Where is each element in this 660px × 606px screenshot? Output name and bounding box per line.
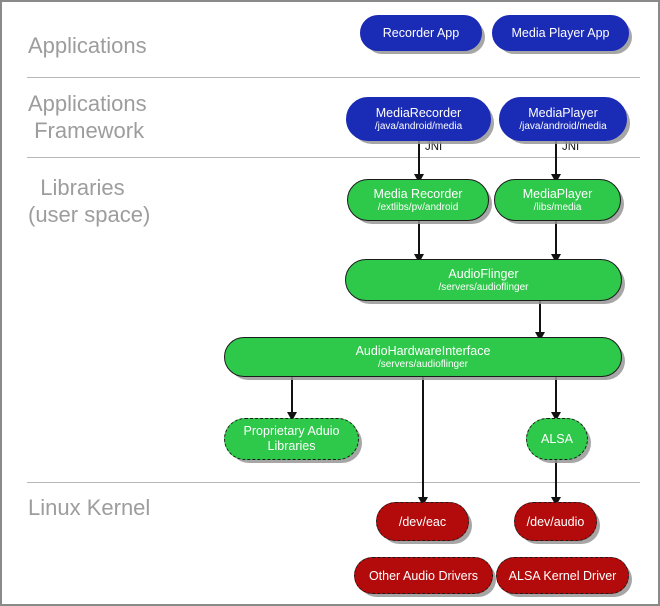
divider-applications — [27, 77, 640, 78]
node-media-recorder-library[interactable]: Media Recorder /extlibs/pv/android — [347, 179, 489, 221]
node-audioflinger[interactable]: AudioFlinger /servers/audioflinger — [345, 259, 622, 301]
connector-audiohw-deveac — [422, 377, 424, 502]
node-dev-audio-title: /dev/audio — [526, 514, 585, 529]
layer-label-libraries: Libraries (user space) — [28, 175, 151, 227]
node-alsa-kernel-driver[interactable]: ALSA Kernel Driver — [496, 557, 629, 594]
jni-label-left: JNI — [425, 141, 443, 153]
node-audioflinger-path: /servers/audioflinger — [438, 281, 529, 293]
node-mediaplayer-framework-path: /java/android/media — [519, 120, 607, 132]
node-media-player-library[interactable]: MediaPlayer /libs/media — [494, 179, 621, 221]
connector-mediaplayer-jni — [555, 141, 557, 179]
node-other-audio-drivers[interactable]: Other Audio Drivers — [354, 557, 493, 594]
divider-framework — [27, 157, 640, 158]
node-media-recorder-library-title: Media Recorder — [373, 186, 463, 201]
node-mediaplayer-framework[interactable]: MediaPlayer /java/android/media — [499, 97, 627, 141]
node-audiohardwareinterface-path: /servers/audioflinger — [377, 358, 469, 370]
node-dev-audio[interactable]: /dev/audio — [514, 502, 597, 541]
connector-audioflinger-audiohardwareinterface — [539, 301, 541, 337]
node-media-player-app-title: Media Player App — [511, 26, 610, 40]
connector-mediarecorder-jni — [418, 141, 420, 179]
node-media-player-library-path: /libs/media — [533, 201, 582, 213]
node-dev-eac-title: /dev/eac — [398, 514, 447, 529]
node-alsa-title: ALSA — [541, 432, 573, 446]
divider-libraries — [27, 482, 640, 483]
arrowhead-audiohw-proprietary — [287, 412, 297, 421]
node-audiohardwareinterface-title: AudioHardwareInterface — [355, 343, 491, 358]
node-mediarecorder-framework[interactable]: MediaRecorder /java/android/media — [346, 97, 491, 141]
layer-label-applications: Applications — [28, 33, 147, 58]
node-alsa[interactable]: ALSA — [526, 418, 588, 460]
jni-label-right: JNI — [562, 141, 580, 153]
node-alsa-kernel-driver-title: ALSA Kernel Driver — [508, 568, 617, 583]
node-audioflinger-title: AudioFlinger — [448, 266, 519, 281]
connector-mediarecorderlib-audioflinger — [418, 221, 420, 259]
node-media-player-library-title: MediaPlayer — [522, 186, 593, 201]
node-proprietary-audio-libraries[interactable]: Proprietary Aduio Libraries — [224, 418, 359, 460]
node-audiohardwareinterface[interactable]: AudioHardwareInterface /servers/audiofli… — [224, 337, 622, 377]
node-other-audio-drivers-title: Other Audio Drivers — [368, 568, 479, 583]
node-mediaplayer-framework-title: MediaPlayer — [528, 105, 598, 120]
arrowhead-audiohw-alsa — [551, 412, 561, 421]
node-proprietary-audio-libraries-title: Proprietary Aduio — [243, 424, 340, 438]
connector-audiohw-proprietary — [291, 377, 293, 417]
connector-alsa-devaudio — [555, 460, 557, 502]
node-recorder-app[interactable]: Recorder App — [360, 15, 482, 51]
node-media-recorder-library-path: /extlibs/pv/android — [377, 201, 459, 213]
layer-label-linux-kernel: Linux Kernel — [28, 495, 151, 520]
node-media-player-app[interactable]: Media Player App — [492, 15, 629, 51]
connector-mediaplayerlib-audioflinger — [555, 221, 557, 259]
node-recorder-app-title: Recorder App — [382, 26, 460, 40]
node-mediarecorder-framework-title: MediaRecorder — [375, 105, 462, 120]
node-mediarecorder-framework-path: /java/android/media — [374, 120, 463, 132]
node-dev-eac[interactable]: /dev/eac — [376, 502, 469, 541]
connector-audiohw-alsa — [555, 377, 557, 417]
node-proprietary-audio-libraries-subtitle: Libraries — [267, 439, 316, 453]
layer-label-framework: Applications Framework — [28, 91, 147, 143]
